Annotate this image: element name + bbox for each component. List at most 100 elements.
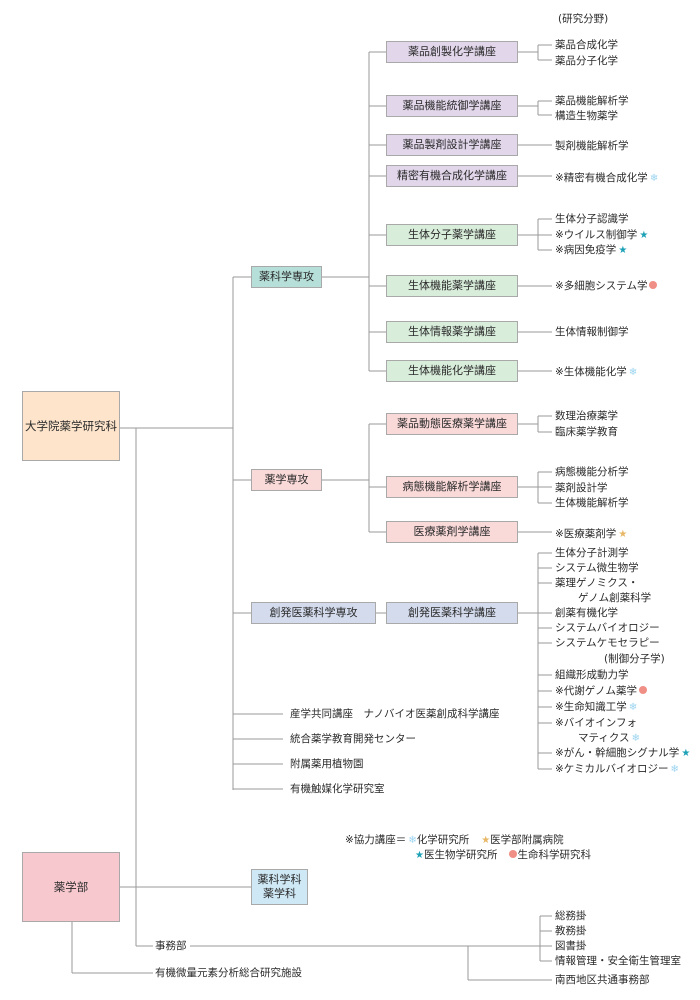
research-field-label: システム微生物学 <box>555 562 639 574</box>
analysis-facility-label: 有機微量元素分析総合研究施設 <box>155 967 302 979</box>
research-field: 生体情報制御学 <box>555 325 629 339</box>
research-field: 生体分子計測学 <box>555 546 629 560</box>
course-box: 病態機能解析学講座 <box>386 476 518 498</box>
snowflake-icon: ❄ <box>628 702 638 713</box>
research-field: 臨床薬学教育 <box>555 425 618 439</box>
research-field: 薬品機能解析学 <box>555 94 629 108</box>
star-icon: ★ <box>618 245 628 256</box>
office-section-label: 図書掛 <box>555 940 587 952</box>
star-icon: ★ <box>639 230 649 241</box>
course-box: 薬品製剤設計学講座 <box>386 134 518 156</box>
research-field: 生体機能解析学 <box>555 496 629 510</box>
star-icon: ★ <box>415 850 424 861</box>
research-field: 薬品合成化学 <box>555 38 618 52</box>
research-field: ※医療薬剤学★ <box>555 527 627 541</box>
star-icon: ★ <box>681 748 691 759</box>
legend-item-label: 生命科学研究科 <box>517 849 591 861</box>
office-section-label: 教務掛 <box>555 925 587 937</box>
course-box: 精密有機合成化学講座 <box>386 165 518 187</box>
research-field: (制御分子学) <box>604 652 665 666</box>
research-field-label: システムバイオロジー <box>555 622 660 634</box>
course-box: 医療薬剤学講座 <box>386 521 518 543</box>
research-field: ※がん・幹細胞シグナル学★ <box>555 746 690 760</box>
research-field-label: 薬品機能解析学 <box>555 95 629 107</box>
research-field-label: マティクス <box>578 732 630 744</box>
office-section-label: 情報管理・安全衛生管理室 <box>555 955 681 967</box>
research-field-label: ※バイオインフォ <box>555 717 637 729</box>
research-field-label: ゲノム創薬科学 <box>578 592 652 604</box>
course-box: 薬品動態医療薬学講座 <box>386 413 518 435</box>
star-icon: ★ <box>481 835 491 846</box>
research-field: ※多細胞システム学 <box>555 279 658 293</box>
course-box: 薬品機能統御学講座 <box>386 95 518 117</box>
snowflake-icon: ❄ <box>408 835 417 846</box>
department-label: 薬学科 <box>263 887 296 900</box>
circle-icon <box>509 850 518 858</box>
research-field-label: 薬剤設計学 <box>555 482 608 494</box>
graduate-school-box: 大学院薬学研究科 <box>22 391 120 461</box>
research-field: ※ウイルス制御学★ <box>555 228 648 242</box>
course-box: 生体情報薬学講座 <box>386 321 518 343</box>
research-field: システムバイオロジー <box>555 621 660 635</box>
research-field: ※代謝ゲノム薬学 <box>555 684 647 698</box>
research-field: システムケモセラピー <box>555 636 660 650</box>
department-label: 薬科学科 <box>257 873 302 887</box>
legend-prefix: ※協力講座＝ <box>345 834 407 846</box>
research-field: 病態機能分析学 <box>555 465 629 479</box>
circle-icon <box>638 686 647 694</box>
research-field-label: 生体機能解析学 <box>555 497 629 509</box>
legend-item-label: 医学部附属病院 <box>490 834 564 846</box>
research-field: 数理治療薬学 <box>555 409 618 423</box>
research-field-label: ※病因免疫学 <box>555 244 617 256</box>
snowflake-icon: ❄ <box>631 733 640 744</box>
research-field-label: 創薬有機化学 <box>555 607 618 619</box>
research-field-label: ※多細胞システム学 <box>555 280 648 292</box>
research-field-label: ※生命知識工学 <box>555 701 627 713</box>
course-box: 創発医薬科学講座 <box>386 602 518 624</box>
major-pharmacy: 薬学専攻 <box>251 469 322 491</box>
research-field: ※生体機能化学❄ <box>555 365 637 379</box>
shared-office-label: 南西地区共通事務部 <box>555 974 650 986</box>
other-unit-label: 統合薬学教育開発センター <box>290 733 416 745</box>
research-field: 構造生物薬学 <box>555 109 618 123</box>
legend-item-label: 化学研究所 <box>416 834 470 846</box>
course-box: 生体分子薬学講座 <box>386 224 518 246</box>
major-emerging-medical-science: 創発医薬科学専攻 <box>251 602 376 624</box>
office-section-label: 総務掛 <box>555 910 587 922</box>
research-field-label: 生体分子認識学 <box>555 213 629 225</box>
research-field-label: 薬品分子化学 <box>555 55 618 67</box>
course-box: 生体機能薬学講座 <box>386 275 518 297</box>
research-field: 薬品分子化学 <box>555 54 618 68</box>
snowflake-icon: ❄ <box>628 367 638 378</box>
research-field-label: 臨床薬学教育 <box>555 426 618 438</box>
research-field: 組織形成動力学 <box>555 668 629 682</box>
research-field-label: 製剤機能解析学 <box>555 140 629 152</box>
major-pharmaceutical-science: 薬科学専攻 <box>251 266 322 288</box>
research-field-label: ※精密有機合成化学 <box>555 172 648 184</box>
research-field: ※病因免疫学★ <box>555 243 627 257</box>
research-field: 薬剤設計学 <box>555 481 608 495</box>
research-field: 生体分子認識学 <box>555 212 629 226</box>
course-box: 薬品創製化学講座 <box>386 41 518 63</box>
office-label: 事務部 <box>155 940 187 952</box>
research-field: ※精密有機合成化学❄ <box>555 171 658 185</box>
research-field-label: 構造生物薬学 <box>555 110 618 122</box>
research-field-label: ※ウイルス制御学 <box>555 229 638 241</box>
research-field-label: 薬品合成化学 <box>555 39 618 51</box>
research-field-label: (制御分子学) <box>604 653 665 665</box>
research-field: マティクス❄ <box>578 731 640 745</box>
other-unit-label: 産学共同講座 ナノバイオ医薬創成科学講座 <box>290 708 500 720</box>
circle-icon <box>649 281 658 289</box>
legend-item-label: 医生物学研究所 <box>423 849 498 861</box>
research-field: ※バイオインフォ <box>555 716 637 730</box>
field-column-label: (研究分野) <box>558 13 609 25</box>
research-field-label: 薬理ゲノミクス・ <box>555 577 639 589</box>
research-field: 製剤機能解析学 <box>555 139 629 153</box>
undergrad-departments-box: 薬科学科 薬学科 <box>251 869 308 905</box>
snowflake-icon: ❄ <box>649 173 659 184</box>
other-unit-label: 有機触媒化学研究室 <box>290 783 385 795</box>
legend-row-1: ※協力講座＝❄化学研究所 ★医学部附属病院 <box>345 833 564 847</box>
research-field-label: 数理治療薬学 <box>555 410 618 422</box>
